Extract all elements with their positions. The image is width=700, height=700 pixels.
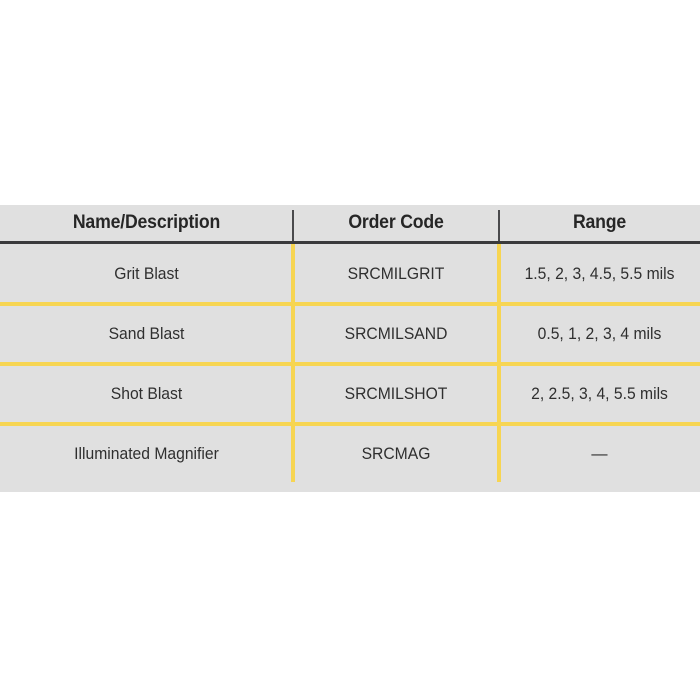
cell-range: 2, 2.5, 3, 4, 5.5 mils bbox=[531, 384, 668, 403]
row-divider-2 bbox=[0, 362, 700, 366]
column-header-name-description: Name/Description bbox=[72, 212, 221, 233]
cell-name-description: Grit Blast bbox=[114, 264, 179, 283]
cell-order-code: SRCMILSAND bbox=[344, 324, 448, 343]
row-divider-3 bbox=[0, 422, 700, 426]
cell-range: — bbox=[591, 444, 608, 463]
table-body: Grit Blast SRCMILGRIT 1.5, 2, 3, 4.5, 5.… bbox=[0, 244, 700, 484]
column-header-range: Range bbox=[572, 212, 627, 233]
cell-name-description: Shot Blast bbox=[110, 384, 183, 403]
table-row: Shot Blast SRCMILSHOT 2, 2.5, 3, 4, 5.5 … bbox=[0, 364, 700, 424]
cell-order-code: SRCMILSHOT bbox=[344, 384, 448, 403]
cell-name-description: Illuminated Magnifier bbox=[74, 444, 219, 463]
table-row: Sand Blast SRCMILSAND 0.5, 1, 2, 3, 4 mi… bbox=[0, 304, 700, 364]
cell-name-description: Sand Blast bbox=[108, 324, 185, 343]
cell-order-code: SRCMAG bbox=[361, 444, 431, 463]
column-divider-2 bbox=[497, 244, 501, 482]
row-divider-1 bbox=[0, 302, 700, 306]
table-header-row: Name/Description Order Code Range bbox=[0, 205, 700, 244]
column-header-order-code: Order Code bbox=[348, 212, 444, 233]
header-column-divider-2 bbox=[498, 210, 500, 241]
specification-table: Name/Description Order Code Range Grit B… bbox=[0, 205, 700, 492]
cell-order-code: SRCMILGRIT bbox=[347, 264, 445, 283]
header-column-divider-1 bbox=[292, 210, 294, 241]
cell-range: 0.5, 1, 2, 3, 4 mils bbox=[537, 324, 662, 343]
column-divider-1 bbox=[291, 244, 295, 482]
table-row: Illuminated Magnifier SRCMAG — bbox=[0, 424, 700, 484]
table-row: Grit Blast SRCMILGRIT 1.5, 2, 3, 4.5, 5.… bbox=[0, 244, 700, 304]
cell-range: 1.5, 2, 3, 4.5, 5.5 mils bbox=[524, 264, 675, 283]
